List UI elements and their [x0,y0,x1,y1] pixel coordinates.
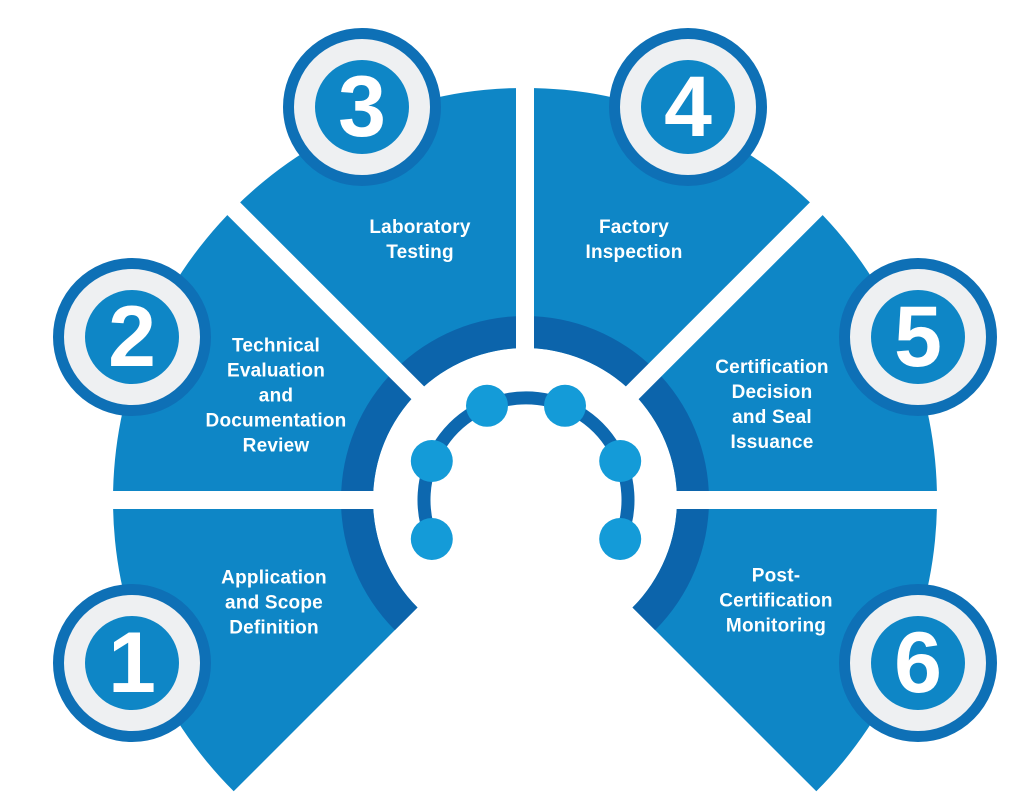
step-dot-2 [410,440,453,482]
step-connector-arc [417,391,635,546]
segment-5-badge-disk: 5 [871,290,965,384]
segment-2-badge-disk: 2 [85,290,179,384]
segment-6-badge-disk: 6 [871,616,965,710]
segment-5-badge: 5 [839,258,997,416]
step-dot-1 [410,518,453,560]
segment-4-badge-disk: 4 [641,60,735,154]
segment-1-badge: 1 [53,584,211,742]
segment-3-badge: 3 [283,28,441,186]
segment-1-number: 1 [108,615,156,711]
segment-4-badge: 4 [609,28,767,186]
segment-3-label: Laboratory Testing [369,217,471,263]
segment-divider [617,177,848,408]
step-dot-5 [599,440,642,482]
segment-4-label: Factory Inspection [585,217,683,263]
step-dot-4 [544,384,586,427]
inner-band-ring [341,315,709,631]
segment-2-label: Technical Evaluation and Documentation R… [205,335,347,457]
segment-3-number: 3 [338,59,386,155]
segment-6-number: 6 [894,615,942,711]
step-dot-3 [466,384,508,427]
segment-4-number: 4 [664,59,712,155]
segment-2-number: 2 [108,289,156,385]
segment-5-number: 5 [894,289,942,385]
segment-6-badge: 6 [839,584,997,742]
segment-5-label: Certification Decision and Seal Issuance [715,357,829,453]
segment-3-badge-disk: 3 [315,60,409,154]
segment-2-badge: 2 [53,258,211,416]
segment-divider [202,177,433,408]
segment-1-label: Application and Scope Definition [221,567,327,639]
segment-6-label: Post- Certification Monitoring [719,565,833,637]
step-dot-6 [599,518,642,560]
segment-ring [113,87,938,792]
segment-1-badge-disk: 1 [85,616,179,710]
